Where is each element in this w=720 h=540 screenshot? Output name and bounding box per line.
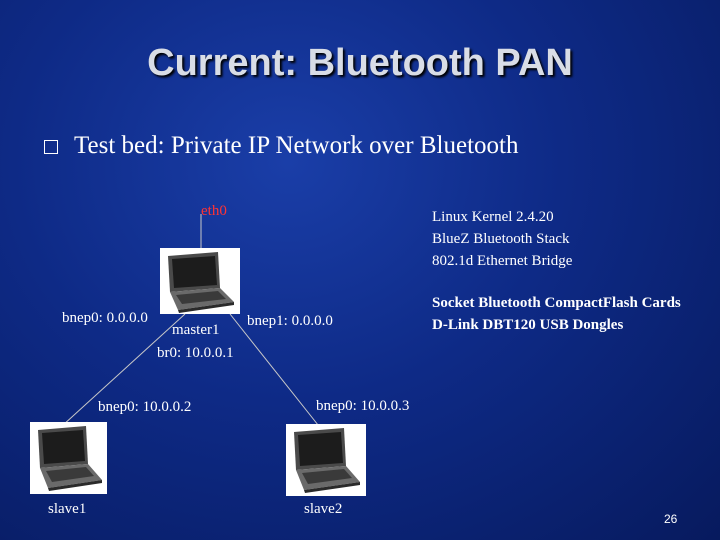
slave1-name-label: slave1 bbox=[48, 501, 87, 517]
slave2-name-label: slave2 bbox=[304, 501, 343, 517]
software-line-2: BlueZ Bluetooth Stack bbox=[432, 231, 570, 247]
software-info: Linux Kernel 2.4.20 BlueZ Bluetooth Stac… bbox=[432, 206, 572, 272]
master-bnep0-label: bnep0: 0.0.0.0 bbox=[62, 310, 148, 326]
master-name-label: master1 bbox=[172, 322, 220, 338]
software-line-1: Linux Kernel 2.4.20 bbox=[432, 209, 554, 225]
eth0-label: eth0 bbox=[201, 203, 227, 219]
slave1-bnep0-label: bnep0: 10.0.0.2 bbox=[98, 399, 192, 415]
master-br0-label: br0: 10.0.0.1 bbox=[157, 345, 234, 361]
bullet-square-icon bbox=[44, 140, 58, 154]
slide-title: Current: Bluetooth PAN bbox=[147, 42, 573, 84]
hardware-info: Socket Bluetooth CompactFlash Cards D-Li… bbox=[432, 292, 681, 336]
master-slave1-wire bbox=[61, 313, 186, 427]
slave2-bnep0-label: bnep0: 10.0.0.3 bbox=[316, 398, 410, 414]
bullet-text: Test bed: Private IP Network over Blueto… bbox=[74, 132, 519, 159]
master-slave2-wire bbox=[229, 313, 323, 431]
hardware-line-2: D-Link DBT120 USB Dongles bbox=[432, 317, 624, 333]
software-line-3: 802.1d Ethernet Bridge bbox=[432, 253, 573, 269]
page-number: 26 bbox=[664, 512, 678, 526]
master-bnep1-label: bnep1: 0.0.0.0 bbox=[247, 313, 333, 329]
hardware-line-1: Socket Bluetooth CompactFlash Cards bbox=[432, 295, 681, 311]
slave2-laptop-icon bbox=[286, 424, 366, 496]
master-laptop-icon bbox=[160, 248, 240, 314]
slave1-laptop-icon bbox=[30, 422, 107, 494]
